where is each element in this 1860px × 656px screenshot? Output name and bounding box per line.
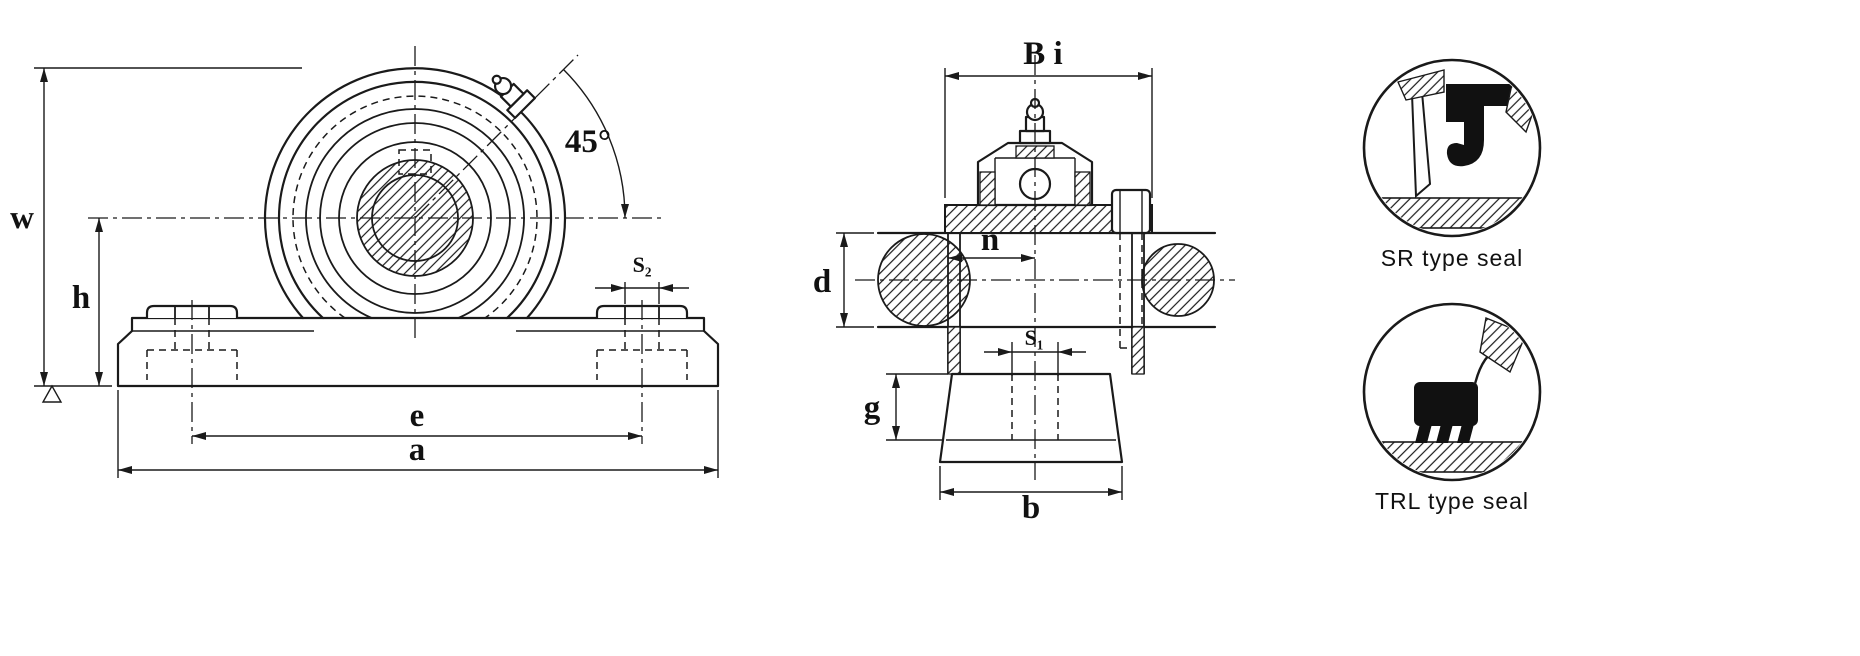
sr-seal-profile	[1446, 84, 1512, 167]
shaft-surface-hatch	[1366, 441, 1538, 473]
set-screw-side	[1110, 188, 1152, 235]
datum-triangle	[41, 384, 63, 403]
seal-detail-trl: TRL type seal	[1362, 302, 1542, 514]
trl-seal-caption: TRL type seal	[1375, 488, 1529, 514]
housing-outer-arc	[263, 67, 567, 320]
base-outline	[116, 316, 720, 388]
dim-label-g: g	[864, 390, 881, 426]
front-view: 45° w h e a S₂	[10, 46, 720, 478]
angle-label: 45°	[565, 124, 611, 160]
hidden-bolt-slot-right	[596, 318, 688, 380]
seal-detail-sr: SR type seal	[1362, 58, 1542, 271]
hidden-bolt-slot-left	[146, 318, 238, 380]
dim-label-s2: S₂	[633, 252, 652, 277]
dim-label-b: b	[1022, 490, 1040, 526]
shaft-surface-hatch	[1366, 197, 1538, 229]
dim-label-a: a	[409, 432, 426, 468]
trl-seal-lips	[1415, 424, 1474, 443]
dim-label-s1: S₁	[1025, 325, 1044, 350]
dim-label-d: d	[813, 264, 831, 300]
base-foot-side	[938, 372, 1124, 464]
dim-label-w: w	[10, 200, 34, 236]
grease-fitting	[491, 74, 536, 119]
dim-label-n: n	[981, 222, 999, 258]
side-view: B i n d S₁ g b	[813, 36, 1235, 526]
dim-label-h: h	[72, 280, 90, 316]
sr-seal-caption: SR type seal	[1381, 245, 1523, 271]
dim-label-e: e	[410, 398, 425, 434]
dim-label-Bi: B i	[1023, 36, 1062, 72]
trl-seal-body	[1414, 382, 1478, 426]
angle-arc	[563, 69, 629, 219]
